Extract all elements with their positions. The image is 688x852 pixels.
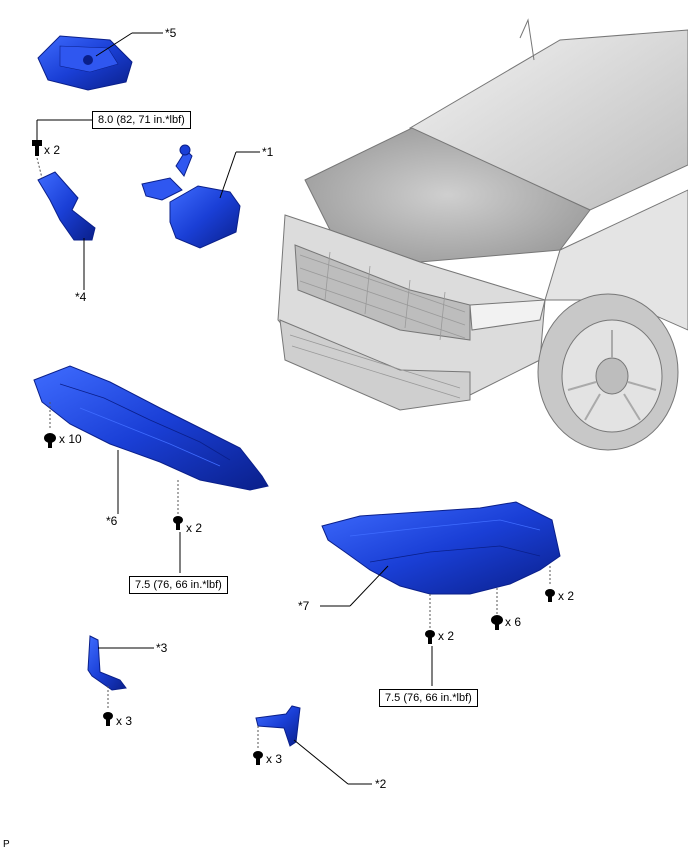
qty-bolt-2: x 3 bbox=[266, 752, 283, 766]
callout-6: *6 bbox=[106, 514, 118, 528]
part-bracket-2 bbox=[255, 705, 301, 747]
callout-7: *7 bbox=[298, 599, 310, 613]
qty-bolt-4: x 2 bbox=[44, 143, 61, 157]
part-air-cleaner-1 bbox=[141, 144, 241, 249]
callout-2: *2 bbox=[375, 777, 387, 791]
bolt-icon bbox=[32, 140, 42, 156]
part-front-undercover-6 bbox=[33, 365, 269, 491]
callout-3: *3 bbox=[156, 641, 168, 655]
bolt-icon bbox=[425, 630, 435, 644]
torque-spec-top: 8.0 (82, 71 in.*lbf) bbox=[92, 111, 191, 129]
callout-4: *4 bbox=[75, 290, 87, 304]
part-engine-undercover-7 bbox=[321, 501, 561, 595]
clip-icon bbox=[44, 433, 56, 448]
qty-clip-6: x 10 bbox=[59, 432, 82, 446]
torque-spec-undercover-7: 7.5 (76, 66 in.*lbf) bbox=[379, 689, 478, 707]
part-air-duct-4 bbox=[37, 171, 96, 241]
corner-mark: P bbox=[3, 839, 10, 850]
vehicle-illustration bbox=[277, 18, 688, 451]
clip-icon bbox=[491, 615, 503, 630]
qty-clip-7: x 6 bbox=[505, 615, 522, 629]
part-bracket-3 bbox=[87, 635, 127, 691]
qty-bolt-3: x 3 bbox=[116, 714, 133, 728]
torque-spec-undercover-6: 7.5 (76, 66 in.*lbf) bbox=[129, 576, 228, 594]
qty-bolt-7-right: x 2 bbox=[558, 589, 575, 603]
part-engine-cover-5 bbox=[37, 35, 133, 91]
qty-bolt-6: x 2 bbox=[186, 521, 203, 535]
bolt-icon bbox=[545, 589, 555, 602]
qty-bolt-7-bottom: x 2 bbox=[438, 629, 455, 643]
callout-5: *5 bbox=[165, 26, 177, 40]
bolt-icon bbox=[253, 751, 263, 765]
bolt-icon bbox=[103, 712, 113, 726]
callout-1: *1 bbox=[262, 145, 274, 159]
bolt-icon bbox=[173, 516, 183, 530]
